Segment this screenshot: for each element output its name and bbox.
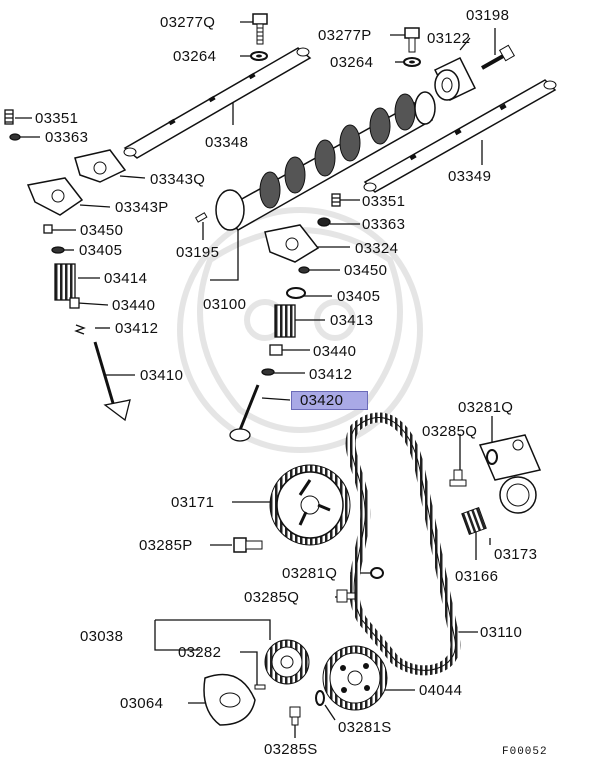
tensioner-03173 [478,434,542,514]
part-label-03413[interactable]: 03413 [330,312,374,329]
timing-belt-03110 [345,412,461,676]
part-label-03264-right[interactable]: 03264 [330,54,374,71]
part-label-03285s[interactable]: 03285S [264,741,318,758]
part-label-03351-left[interactable]: 03351 [35,110,79,127]
small-parts-right [229,193,341,442]
bolt-03285p [233,537,263,553]
part-label-03038[interactable]: 03038 [80,628,124,645]
part-label-03412-left[interactable]: 03412 [115,320,159,337]
part-label-03110[interactable]: 03110 [480,624,523,641]
part-label-03450-right[interactable]: 03450 [344,262,388,279]
bolt-03285q-top [449,469,467,487]
part-label-03450-left[interactable]: 03450 [80,222,124,239]
part-label-03281s[interactable]: 03281S [338,719,392,736]
part-label-03351-right[interactable]: 03351 [362,193,406,210]
camshaft-03100 [215,91,436,231]
spring-03166 [461,506,487,536]
part-label-03348[interactable]: 03348 [205,134,249,151]
part-label-03281q-top[interactable]: 03281Q [458,399,514,416]
part-label-03264-left[interactable]: 03264 [173,48,217,65]
washer-03264-right [403,57,421,67]
rocker-arm-03324 [264,224,320,263]
washer-03281q-mid [370,567,384,579]
rocker-arm-03343p [26,177,84,216]
bolt-03277p [404,27,420,53]
part-label-03420-highlighted[interactable]: 03420 [291,391,368,410]
part-label-04044[interactable]: 04044 [419,682,463,699]
bolt-03277q [252,13,268,45]
part-label-03282[interactable]: 03282 [178,644,222,661]
part-label-03198[interactable]: 03198 [466,7,510,24]
part-label-03285q-mid[interactable]: 03285Q [244,589,300,606]
part-label-03277q[interactable]: 03277Q [160,14,216,31]
part-label-03064[interactable]: 03064 [120,695,164,712]
washer-03281q-top [486,449,498,465]
part-label-03171[interactable]: 03171 [171,494,215,511]
part-label-03405-left[interactable]: 03405 [79,242,123,259]
part-label-03195[interactable]: 03195 [176,244,220,261]
crank-pulley-04044 [322,645,388,711]
camshaft-sprocket-03171 [269,464,351,546]
part-label-03324[interactable]: 03324 [355,240,399,257]
part-label-03440-left[interactable]: 03440 [112,297,156,314]
part-label-03277p[interactable]: 03277P [318,27,372,44]
pin-03195 [194,212,208,223]
crank-plate-03064 [203,673,256,726]
bolt-03198 [481,44,516,70]
part-label-03405-right[interactable]: 03405 [337,288,381,305]
rocker-arm-03343q [74,149,127,183]
part-label-03100[interactable]: 03100 [203,296,247,313]
figure-code: F00052 [502,746,548,758]
part-label-03166[interactable]: 03166 [455,568,499,585]
bolt-03285s [289,706,301,726]
part-label-03281q-mid[interactable]: 03281Q [282,565,338,582]
part-label-03173[interactable]: 03173 [494,546,538,563]
bolt-03285q-mid [336,589,356,603]
washer-03264-left [250,51,268,61]
washer-03281s [315,690,325,706]
part-label-03414[interactable]: 03414 [104,270,148,287]
part-label-03285q-top[interactable]: 03285Q [422,423,478,440]
crank-sprocket-03282 [264,639,310,685]
part-label-03349[interactable]: 03349 [448,168,492,185]
rocker-shaft-left [123,47,312,159]
rocker-shaft-right [363,79,557,193]
part-label-03410[interactable]: 03410 [140,367,184,384]
small-parts-left [4,109,131,422]
part-label-03363-left[interactable]: 03363 [45,129,89,146]
cam-plug-03122 [433,57,477,101]
part-label-03363-right[interactable]: 03363 [362,216,406,233]
part-label-03343p[interactable]: 03343P [115,199,169,216]
part-label-03412-right[interactable]: 03412 [309,366,353,383]
part-label-03343q[interactable]: 03343Q [150,171,206,188]
part-label-03122[interactable]: 03122 [427,30,471,47]
part-label-03440-right[interactable]: 03440 [313,343,357,360]
part-label-03285p[interactable]: 03285P [139,537,193,554]
key-03282 [254,684,266,690]
